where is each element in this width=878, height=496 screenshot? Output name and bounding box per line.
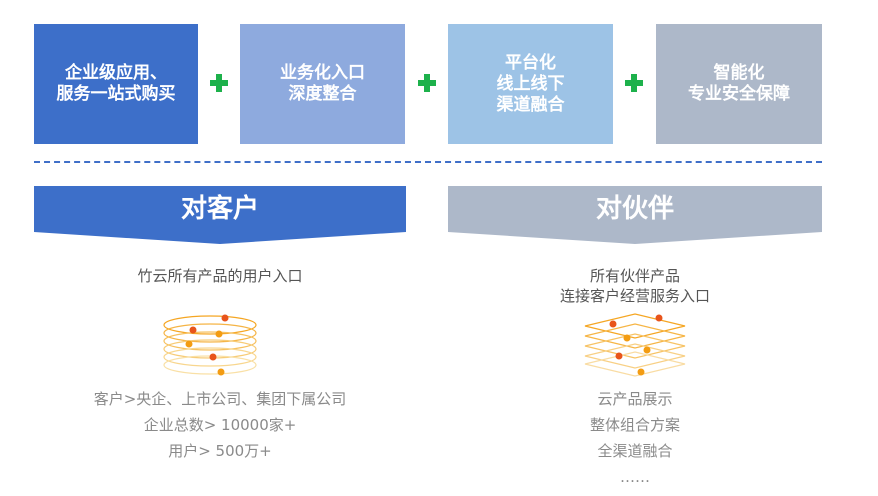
list-item: 云产品展示	[597, 390, 673, 408]
partner-banner-shape	[448, 186, 822, 244]
feature-box-enterprise: 企业级应用、 服务一站式购买	[34, 24, 198, 144]
feature-box-line: 服务一站式购买	[56, 84, 176, 104]
partner-description-line: 所有伙伴产品	[589, 267, 680, 285]
stacked-layers-icon	[584, 313, 686, 377]
plus-icon	[210, 74, 228, 92]
list-item: 用户> 500万+	[168, 442, 272, 460]
partner-banner: 对伙伴	[448, 186, 822, 244]
partner-banner-title: 对伙伴	[595, 194, 674, 224]
list-item: ……	[620, 468, 650, 486]
list-item: 整体组合方案	[589, 416, 680, 434]
feature-box-intelligent: 智能化 专业安全保障	[656, 24, 822, 144]
feature-box-line: 业务化入口	[280, 63, 365, 83]
list-item: 客户>央企、上市公司、集团下属公司	[93, 390, 347, 408]
plus-icon	[625, 74, 643, 92]
feature-box-business: 业务化入口 深度整合	[240, 24, 405, 144]
partner-description-line: 连接客户经营服务入口	[559, 287, 710, 305]
customer-banner-shape	[34, 186, 406, 244]
dashed-divider	[34, 161, 822, 163]
customer-banner-title: 对客户	[180, 194, 259, 224]
customer-description: 竹云所有产品的用户入口	[34, 266, 406, 286]
feature-box-line: 线上线下	[496, 73, 565, 94]
feature-box-line: 深度整合	[288, 84, 357, 104]
plus-icon	[418, 74, 436, 92]
feature-box-line: 平台化	[505, 52, 556, 73]
feature-box-platform: 平台化 线上线下 渠道融合	[448, 24, 613, 144]
customer-banner: 对客户	[34, 186, 406, 244]
feature-box-line: 渠道融合	[496, 94, 565, 115]
feature-box-line: 企业级应用、	[65, 63, 167, 83]
concentric-rings-icon	[163, 314, 257, 376]
customer-stats-list: 客户>央企、上市公司、集团下属公司 企业总数> 10000家+ 用户> 500万…	[34, 386, 406, 464]
feature-box-line: 智能化	[713, 63, 765, 83]
customer-description-line: 竹云所有产品的用户入口	[137, 267, 303, 285]
list-item: 企业总数> 10000家+	[143, 416, 297, 434]
partner-features-list: 云产品展示 整体组合方案 全渠道融合 ……	[448, 386, 822, 490]
partner-description: 所有伙伴产品 连接客户经营服务入口	[448, 266, 822, 306]
list-item: 全渠道融合	[597, 442, 673, 460]
feature-box-line: 专业安全保障	[688, 84, 790, 104]
